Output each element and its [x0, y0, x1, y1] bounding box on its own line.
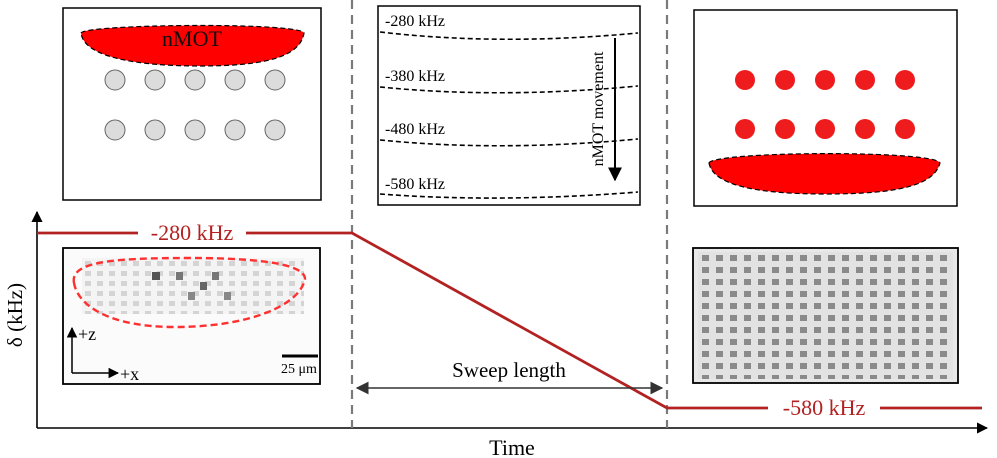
scale-label: 25 μm — [281, 362, 317, 377]
red-atom — [855, 70, 875, 90]
end-label-bg — [768, 396, 880, 420]
level-line — [379, 31, 639, 41]
grey-atom — [144, 119, 166, 141]
nmot-cloud-moved — [708, 153, 941, 195]
red-atom — [775, 119, 795, 139]
red-atom-array — [735, 70, 915, 139]
left-image-pixels — [82, 258, 304, 314]
grey-atom — [184, 119, 206, 141]
movement-label: nMOT movement — [590, 51, 607, 166]
x-axis-label: Time — [489, 435, 535, 458]
red-atom — [895, 70, 915, 90]
right-image-pixels — [698, 252, 953, 379]
y-axis-label: δ (kHz) — [3, 283, 27, 347]
level-line — [379, 138, 639, 147]
grey-atom — [264, 69, 286, 91]
red-atom — [855, 119, 875, 139]
sweep-length-label: Sweep length — [452, 358, 566, 382]
red-atom — [815, 70, 835, 90]
grey-atom — [104, 119, 126, 141]
grey-atom — [104, 69, 126, 91]
x-axis-label-inset: +x — [120, 364, 139, 384]
nmot-cloud — [80, 24, 305, 67]
grey-atom — [264, 119, 286, 141]
grey-atom-array — [104, 69, 286, 141]
level-line — [379, 191, 639, 199]
grey-atom — [184, 69, 206, 91]
level-label: -380 kHz — [385, 68, 445, 85]
grey-atom — [144, 69, 166, 91]
cloud-outline — [72, 256, 307, 329]
frequency-levels — [379, 31, 639, 199]
bright-atoms — [152, 272, 231, 300]
end-frequency-label: -580 kHz — [783, 395, 866, 420]
red-atom — [735, 119, 755, 139]
red-atom — [775, 70, 795, 90]
z-axis-label: +z — [78, 324, 96, 344]
red-atom — [815, 119, 835, 139]
start-frequency-label: -280 kHz — [151, 220, 234, 245]
level-line — [379, 85, 639, 94]
grey-atom — [224, 119, 246, 141]
nmot-label: nMOT — [162, 26, 222, 51]
level-label: -580 kHz — [385, 176, 445, 193]
grey-atom — [224, 69, 246, 91]
red-atom — [895, 119, 915, 139]
level-label: -480 kHz — [385, 121, 445, 138]
start-label-bg — [138, 221, 246, 245]
red-atom — [735, 70, 755, 90]
level-label: -280 kHz — [385, 13, 445, 30]
